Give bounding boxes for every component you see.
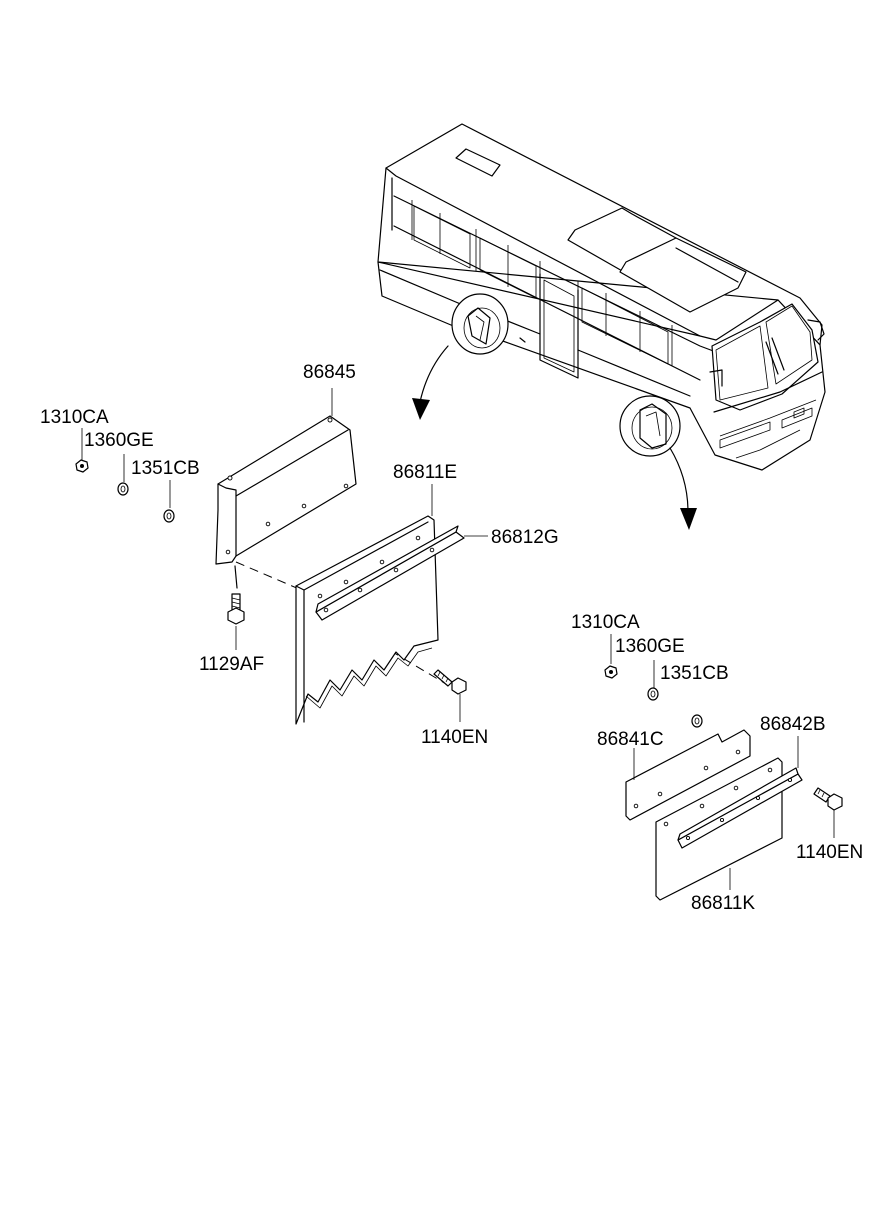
bracket-86841c [625,729,751,821]
label-1129af: 1129AF [199,654,264,675]
label-1351cb-right: 1351CB [660,663,729,684]
bolt-1129af [227,565,245,625]
strip-86812g [315,525,465,621]
screw-1140en-left [433,669,467,695]
label-86811k: 86811K [691,893,755,914]
washer-left [117,482,129,496]
lockwasher-left [163,509,175,523]
label-86841c: 86841C [597,729,664,750]
label-86811e: 86811E [393,462,457,483]
label-86842b: 86842B [760,714,826,735]
rear-wheel-detail [451,293,509,355]
label-1360ge-right: 1360GE [615,636,685,657]
bus-illustration [377,123,826,471]
label-1351cb-left: 1351CB [131,458,200,479]
front-wheel-arrow [669,447,697,530]
alignment-line-1 [235,561,307,593]
screw-1140en-right [813,787,843,811]
mudflap-86811e [295,515,439,725]
label-1310ca-right: 1310CA [571,612,640,633]
label-1140en-right: 1140EN [796,842,863,863]
label-86845: 86845 [303,362,356,383]
rear-wheel-arrow [412,345,449,420]
lockwasher-right [691,714,703,728]
label-1360ge-left: 1360GE [84,430,154,451]
label-1310ca-left: 1310CA [40,407,109,428]
front-wheel-detail [619,395,681,457]
bracket-86845 [215,415,357,565]
nut-left [75,459,89,473]
washer-right [647,687,659,701]
strip-86842b [677,767,803,849]
nut-right [604,665,618,679]
label-1140en-left: 1140EN [421,727,488,748]
label-86812g: 86812G [491,527,559,548]
